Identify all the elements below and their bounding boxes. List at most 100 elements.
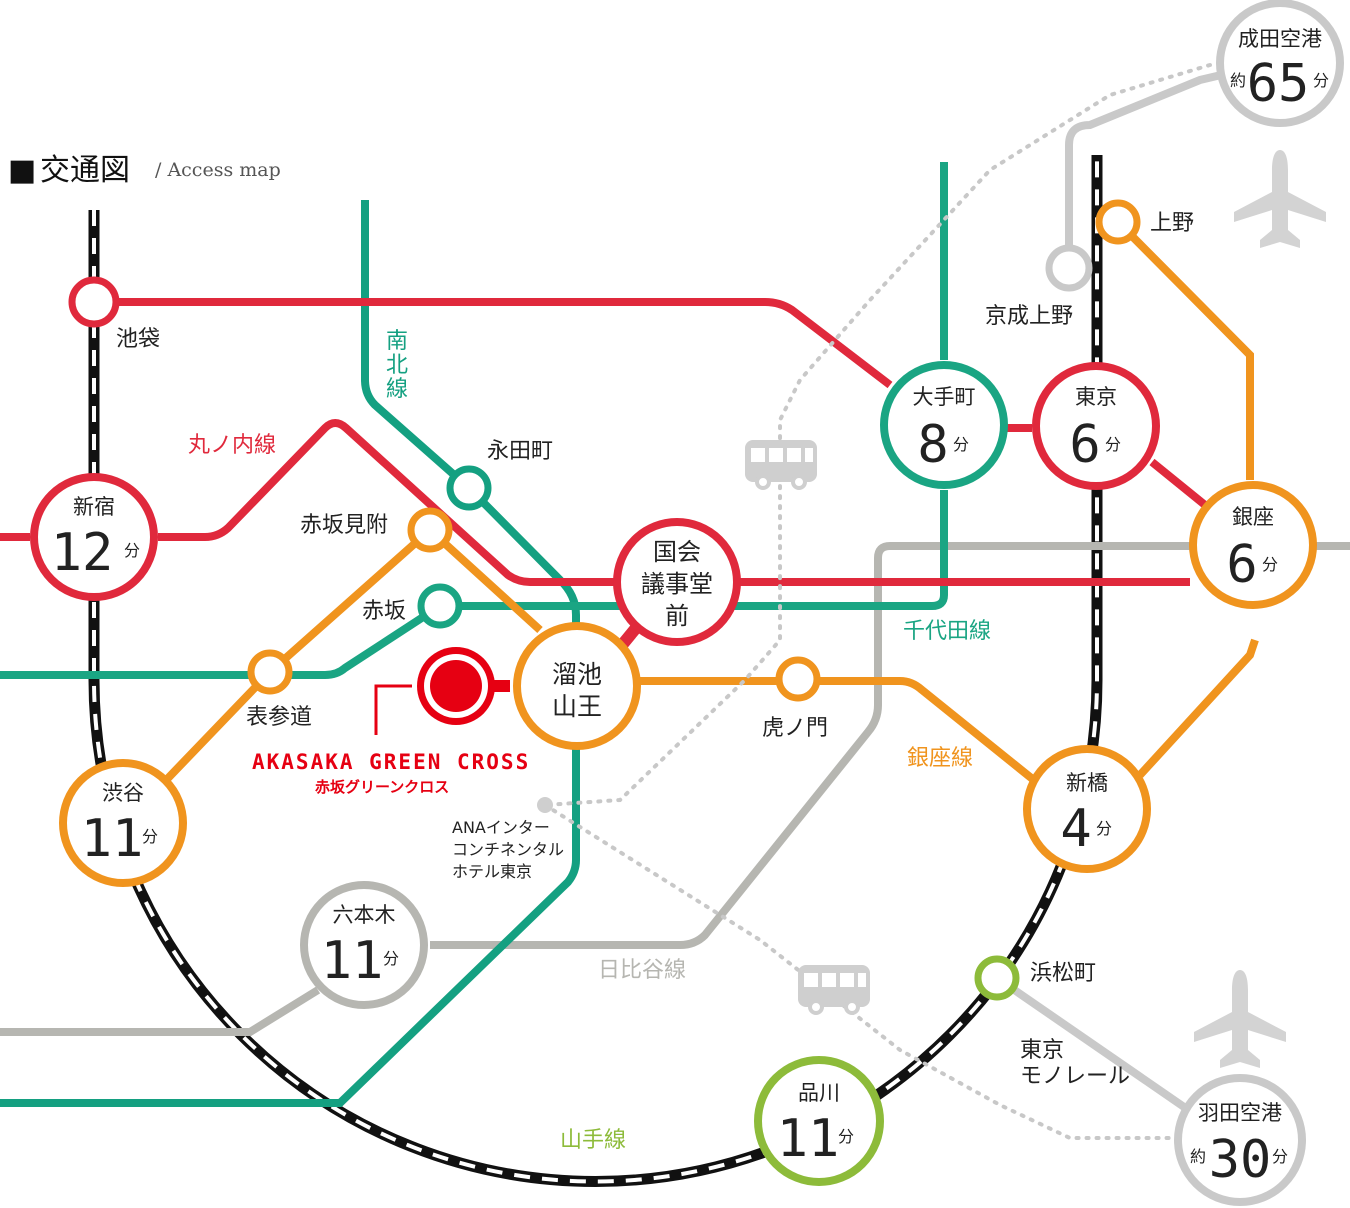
svg-text:京成上野: 京成上野 — [985, 304, 1073, 329]
bus-routes — [543, 63, 1212, 1140]
svg-text:分: 分 — [1105, 435, 1121, 454]
station-toranomon: 虎ノ門 — [762, 656, 828, 741]
station-keisei-ueno: 京成上野 — [985, 244, 1093, 329]
bus-icon — [798, 965, 870, 1015]
svg-text:分: 分 — [124, 541, 140, 560]
svg-text:分: 分 — [1313, 71, 1329, 90]
station-akasakamitsuke: 赤坂見附 — [300, 507, 453, 553]
station-shibuya: 渋谷 11 分 — [59, 759, 187, 887]
svg-text:国会: 国会 — [653, 538, 701, 566]
svg-text:山王: 山王 — [552, 692, 602, 721]
airplane-icon — [1234, 150, 1326, 248]
label-marunouchi: 丸ノ内線 — [188, 433, 276, 458]
svg-text:6: 6 — [1226, 535, 1257, 595]
svg-text:新橋: 新橋 — [1066, 771, 1108, 795]
station-otemachi: 大手町 8 分 — [880, 361, 1008, 489]
label-namboku: 南 北 線 — [386, 329, 408, 402]
site-name-jp: 赤坂グリーンクロス — [315, 778, 449, 796]
svg-text:羽田空港: 羽田空港 — [1198, 1101, 1282, 1125]
station-ueno: 上野 — [1095, 199, 1194, 245]
monorail-line — [994, 974, 1203, 1122]
label-ginza: 銀座線 — [907, 746, 973, 771]
label-namboku-3: 線 — [386, 377, 408, 402]
svg-text:浜松町: 浜松町 — [1030, 961, 1096, 986]
svg-text:表参道: 表参道 — [246, 705, 312, 730]
svg-text:池袋: 池袋 — [116, 327, 160, 352]
station-roppongi: 六本木 11 分 — [300, 881, 428, 1009]
svg-text:議事堂: 議事堂 — [641, 570, 713, 598]
title-sub: / Access map — [155, 159, 281, 181]
keisei-line — [1065, 68, 1235, 268]
svg-text:渋谷: 渋谷 — [102, 781, 144, 805]
airplane-icon — [1194, 970, 1286, 1068]
map-title: ■ 交通図 / Access map — [8, 153, 281, 188]
svg-text:分: 分 — [953, 435, 969, 454]
svg-text:溜池: 溜池 — [552, 660, 602, 689]
svg-text:品川: 品川 — [798, 1081, 840, 1105]
label-monorail-2: モノレール — [1020, 1064, 1130, 1089]
station-tokyo: 東京 6 分 — [1032, 362, 1160, 490]
airport-haneda: 羽田空港 約 30 分 — [1174, 1074, 1306, 1206]
station-kokkai-gijidomae: 国会 議事堂 前 — [613, 518, 741, 646]
chiyoda-line — [0, 162, 948, 679]
label-namboku-2: 北 — [386, 353, 408, 378]
site-marker: AKASAKA GREEN CROSS 赤坂グリーンクロス — [252, 647, 530, 796]
svg-text:11: 11 — [321, 931, 384, 991]
svg-text:虎ノ門: 虎ノ門 — [762, 716, 828, 741]
svg-text:前: 前 — [665, 602, 689, 630]
label-chiyoda: 千代田線 — [903, 619, 991, 644]
svg-text:65: 65 — [1247, 54, 1310, 114]
station-hamamatsucho: 浜松町 — [974, 955, 1096, 1001]
ginza-line — [120, 219, 1259, 828]
svg-text:分: 分 — [142, 827, 158, 846]
svg-text:赤坂: 赤坂 — [362, 599, 406, 624]
station-tameike-sanno: 溜池 山王 — [513, 622, 641, 750]
svg-text:30: 30 — [1209, 1130, 1272, 1190]
label-hibiya: 日比谷線 — [598, 958, 686, 983]
svg-text:分: 分 — [383, 949, 399, 968]
station-shinagawa: 品川 11 分 — [754, 1056, 884, 1186]
svg-text:12: 12 — [51, 523, 114, 583]
svg-text:分: 分 — [1272, 1147, 1288, 1166]
station-shinjuku: 新宿 12 分 — [30, 473, 158, 601]
svg-text:銀座: 銀座 — [1232, 505, 1274, 529]
station-ikebukuro: 池袋 — [68, 276, 160, 352]
label-yamanote: 山手線 — [560, 1128, 626, 1153]
svg-text:分: 分 — [1262, 555, 1278, 574]
svg-text:約: 約 — [1190, 1147, 1206, 1166]
station-akasaka: 赤坂 — [362, 583, 463, 629]
svg-text:約: 約 — [1230, 71, 1246, 90]
title-main: 交通図 — [40, 153, 130, 188]
site-name-en: AKASAKA GREEN CROSS — [252, 750, 530, 774]
svg-text:6: 6 — [1069, 415, 1100, 475]
svg-text:8: 8 — [917, 415, 948, 475]
svg-text:ANAインター: ANAインター — [452, 818, 550, 837]
svg-text:上野: 上野 — [1150, 211, 1194, 236]
svg-text:4: 4 — [1060, 799, 1091, 859]
yamanote-line — [88, 155, 1103, 1187]
marunouchi-line — [0, 298, 1208, 649]
svg-text:ホテル東京: ホテル東京 — [452, 862, 532, 881]
svg-text:分: 分 — [1096, 819, 1112, 838]
hotel-ana: ANAインター コンチネンタル ホテル東京 — [452, 797, 564, 881]
station-omotesando: 表参道 — [246, 649, 312, 730]
station-nagatacho: 永田町 — [446, 439, 553, 511]
bus-icon — [745, 440, 817, 490]
station-shimbashi: 新橋 4 分 — [1023, 745, 1151, 873]
svg-text:11: 11 — [81, 809, 144, 869]
svg-text:大手町: 大手町 — [913, 385, 976, 409]
svg-text:成田空港: 成田空港 — [1238, 27, 1322, 51]
svg-text:コンチネンタル: コンチネンタル — [452, 840, 564, 859]
svg-text:11: 11 — [777, 1109, 840, 1169]
svg-text:分: 分 — [838, 1127, 854, 1146]
svg-text:赤坂見附: 赤坂見附 — [300, 513, 388, 538]
title-square: ■ — [8, 153, 36, 188]
svg-text:六本木: 六本木 — [333, 903, 396, 927]
station-ginza: 銀座 6 分 — [1189, 481, 1317, 609]
svg-text:永田町: 永田町 — [487, 439, 553, 464]
label-namboku-1: 南 — [386, 329, 408, 354]
svg-text:東京: 東京 — [1075, 385, 1117, 409]
hibiya-line — [0, 542, 1350, 1036]
svg-text:新宿: 新宿 — [73, 495, 115, 519]
